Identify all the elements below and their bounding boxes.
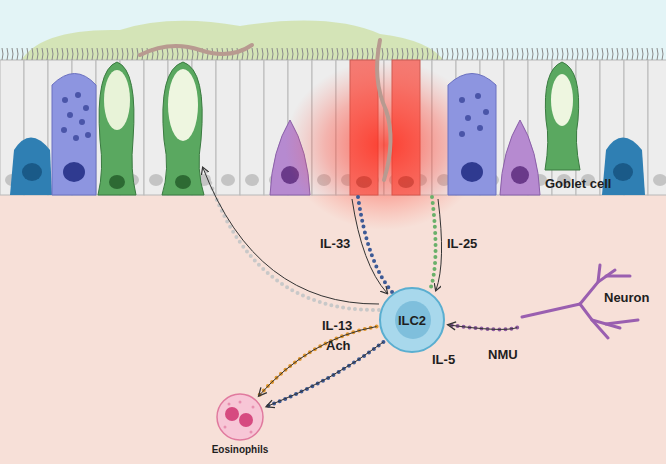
enteroendocrine-cell — [500, 120, 540, 195]
goblet-cell — [98, 62, 136, 195]
il33-arrow — [352, 199, 387, 293]
paneth-cell — [52, 74, 96, 196]
cytokine-label: IL-13 — [322, 318, 352, 333]
paneth-cell — [448, 74, 496, 196]
cytokine-label: IL-25 — [447, 236, 477, 251]
neuron: Neuron — [520, 262, 662, 340]
tuft-cell — [10, 138, 52, 196]
goblet-cell — [162, 62, 204, 195]
il25-dots — [430, 197, 436, 290]
edge-label: Ach — [326, 338, 351, 353]
cytokine-label: IL-33 — [320, 236, 350, 251]
edge-label: NMU — [488, 347, 518, 362]
node-label: Eosinophils — [212, 444, 269, 455]
il13-arrow — [203, 168, 379, 304]
helminth — [377, 40, 390, 180]
node-label: Neuron — [604, 290, 650, 305]
nucleus — [63, 162, 85, 182]
helminth — [140, 45, 252, 55]
edge-label: IL-5 — [432, 352, 455, 367]
eosinophil-symbol — [215, 392, 265, 442]
il13-dots — [206, 170, 379, 310]
signal-connector — [448, 322, 517, 330]
il33-dots — [358, 197, 393, 293]
lamina-propria — [0, 195, 666, 464]
eosinophil-cell: Eosinophils — [215, 392, 265, 442]
signal-connector — [259, 327, 377, 397]
signal-connector — [266, 342, 383, 408]
il25-arrow — [436, 199, 442, 290]
node-label: ILC2 — [398, 313, 426, 328]
microvilli — [2, 48, 663, 60]
ilc2-cell: ILC2 — [379, 287, 445, 353]
cell-label: Goblet cell — [545, 176, 611, 191]
nucleus — [22, 163, 42, 181]
goblet-cell — [545, 62, 580, 170]
